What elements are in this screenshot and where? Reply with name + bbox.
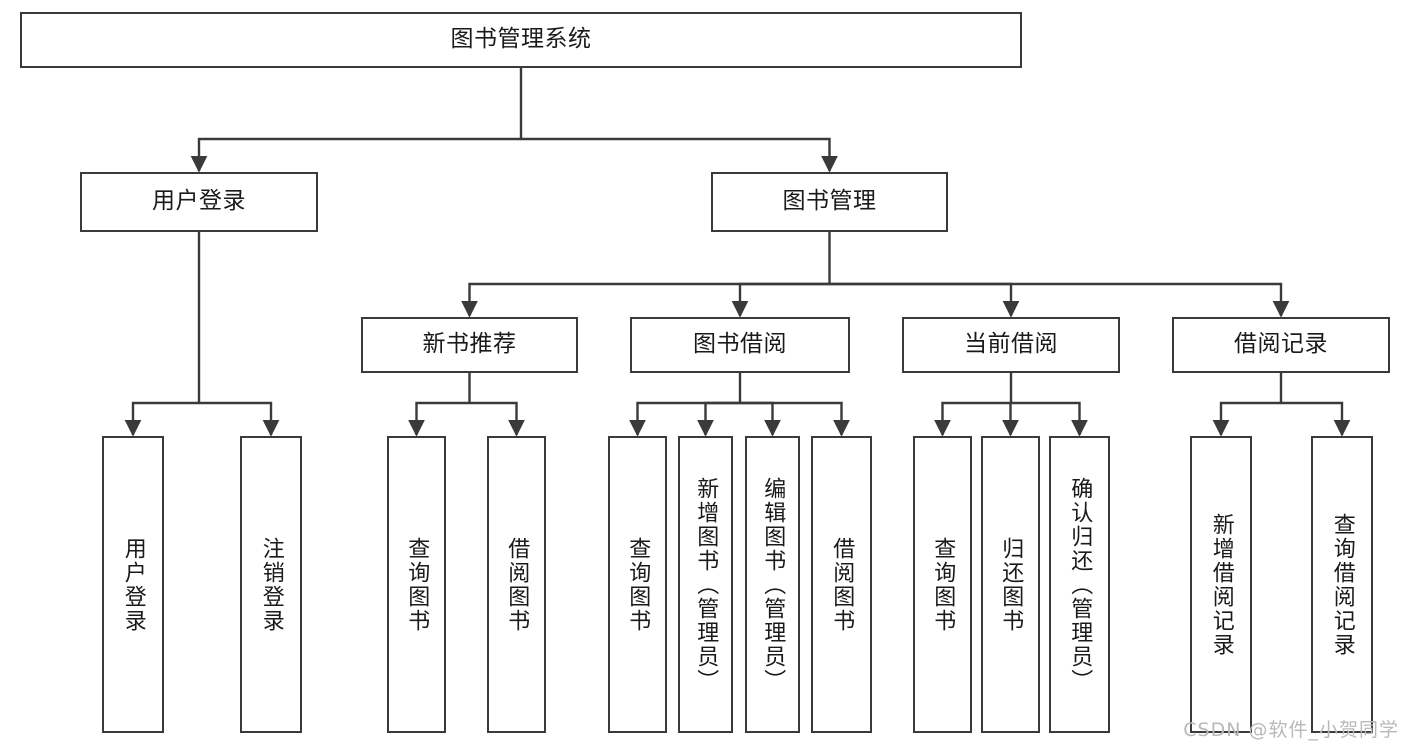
node-leaf-borrow-book-2[interactable]: 借阅图书 bbox=[811, 436, 872, 733]
node-user-login[interactable]: 用户登录 bbox=[80, 172, 318, 232]
node-leaf-add-record-label: 新增借阅记录 bbox=[1208, 512, 1234, 657]
node-root-label: 图书管理系统 bbox=[450, 26, 592, 53]
node-current-borrow-label: 当前借阅 bbox=[964, 331, 1058, 358]
node-user-login-label: 用户登录 bbox=[152, 188, 246, 215]
node-leaf-query-book-3-label: 查询图书 bbox=[930, 536, 956, 633]
node-book-borrow-label: 图书借阅 bbox=[693, 331, 787, 358]
node-leaf-query-record[interactable]: 查询借阅记录 bbox=[1311, 436, 1373, 733]
node-leaf-confirm-return[interactable]: 确认归还（管理员） bbox=[1049, 436, 1110, 733]
node-leaf-return-book[interactable]: 归还图书 bbox=[981, 436, 1040, 733]
watermark-text: CSDN @软件_小贺同学 bbox=[1183, 719, 1399, 741]
node-leaf-edit-book-label: 编辑图书（管理员） bbox=[760, 476, 786, 693]
node-leaf-query-book-2-label: 查询图书 bbox=[625, 536, 651, 633]
node-leaf-query-book-3[interactable]: 查询图书 bbox=[913, 436, 972, 733]
node-new-book-recommend[interactable]: 新书推荐 bbox=[361, 317, 578, 373]
node-borrow-record-label: 借阅记录 bbox=[1234, 331, 1328, 358]
node-leaf-add-record[interactable]: 新增借阅记录 bbox=[1190, 436, 1252, 733]
node-leaf-user-logout-label: 注销登录 bbox=[258, 536, 284, 633]
node-book-manage[interactable]: 图书管理 bbox=[711, 172, 948, 232]
node-book-manage-label: 图书管理 bbox=[782, 188, 877, 215]
node-book-borrow[interactable]: 图书借阅 bbox=[630, 317, 850, 373]
node-leaf-query-book-2[interactable]: 查询图书 bbox=[608, 436, 667, 733]
node-new-book-recommend-label: 新书推荐 bbox=[422, 331, 517, 358]
node-leaf-user-login-label: 用户登录 bbox=[120, 536, 146, 633]
node-leaf-user-login[interactable]: 用户登录 bbox=[102, 436, 164, 733]
node-leaf-query-book-1[interactable]: 查询图书 bbox=[387, 436, 446, 733]
node-leaf-borrow-book-1[interactable]: 借阅图书 bbox=[487, 436, 546, 733]
node-current-borrow[interactable]: 当前借阅 bbox=[902, 317, 1120, 373]
node-leaf-user-logout[interactable]: 注销登录 bbox=[240, 436, 302, 733]
node-leaf-edit-book[interactable]: 编辑图书（管理员） bbox=[745, 436, 800, 733]
node-leaf-query-record-label: 查询借阅记录 bbox=[1329, 512, 1355, 657]
node-leaf-add-book-label: 新增图书（管理员） bbox=[693, 476, 719, 693]
node-leaf-borrow-book-1-label: 借阅图书 bbox=[504, 536, 530, 633]
node-borrow-record[interactable]: 借阅记录 bbox=[1172, 317, 1390, 373]
node-leaf-borrow-book-2-label: 借阅图书 bbox=[829, 536, 855, 633]
node-leaf-query-book-1-label: 查询图书 bbox=[404, 536, 430, 633]
node-root[interactable]: 图书管理系统 bbox=[20, 12, 1022, 68]
node-leaf-add-book[interactable]: 新增图书（管理员） bbox=[678, 436, 733, 733]
node-leaf-return-book-label: 归还图书 bbox=[998, 536, 1024, 633]
node-leaf-confirm-return-label: 确认归还（管理员） bbox=[1067, 476, 1093, 693]
